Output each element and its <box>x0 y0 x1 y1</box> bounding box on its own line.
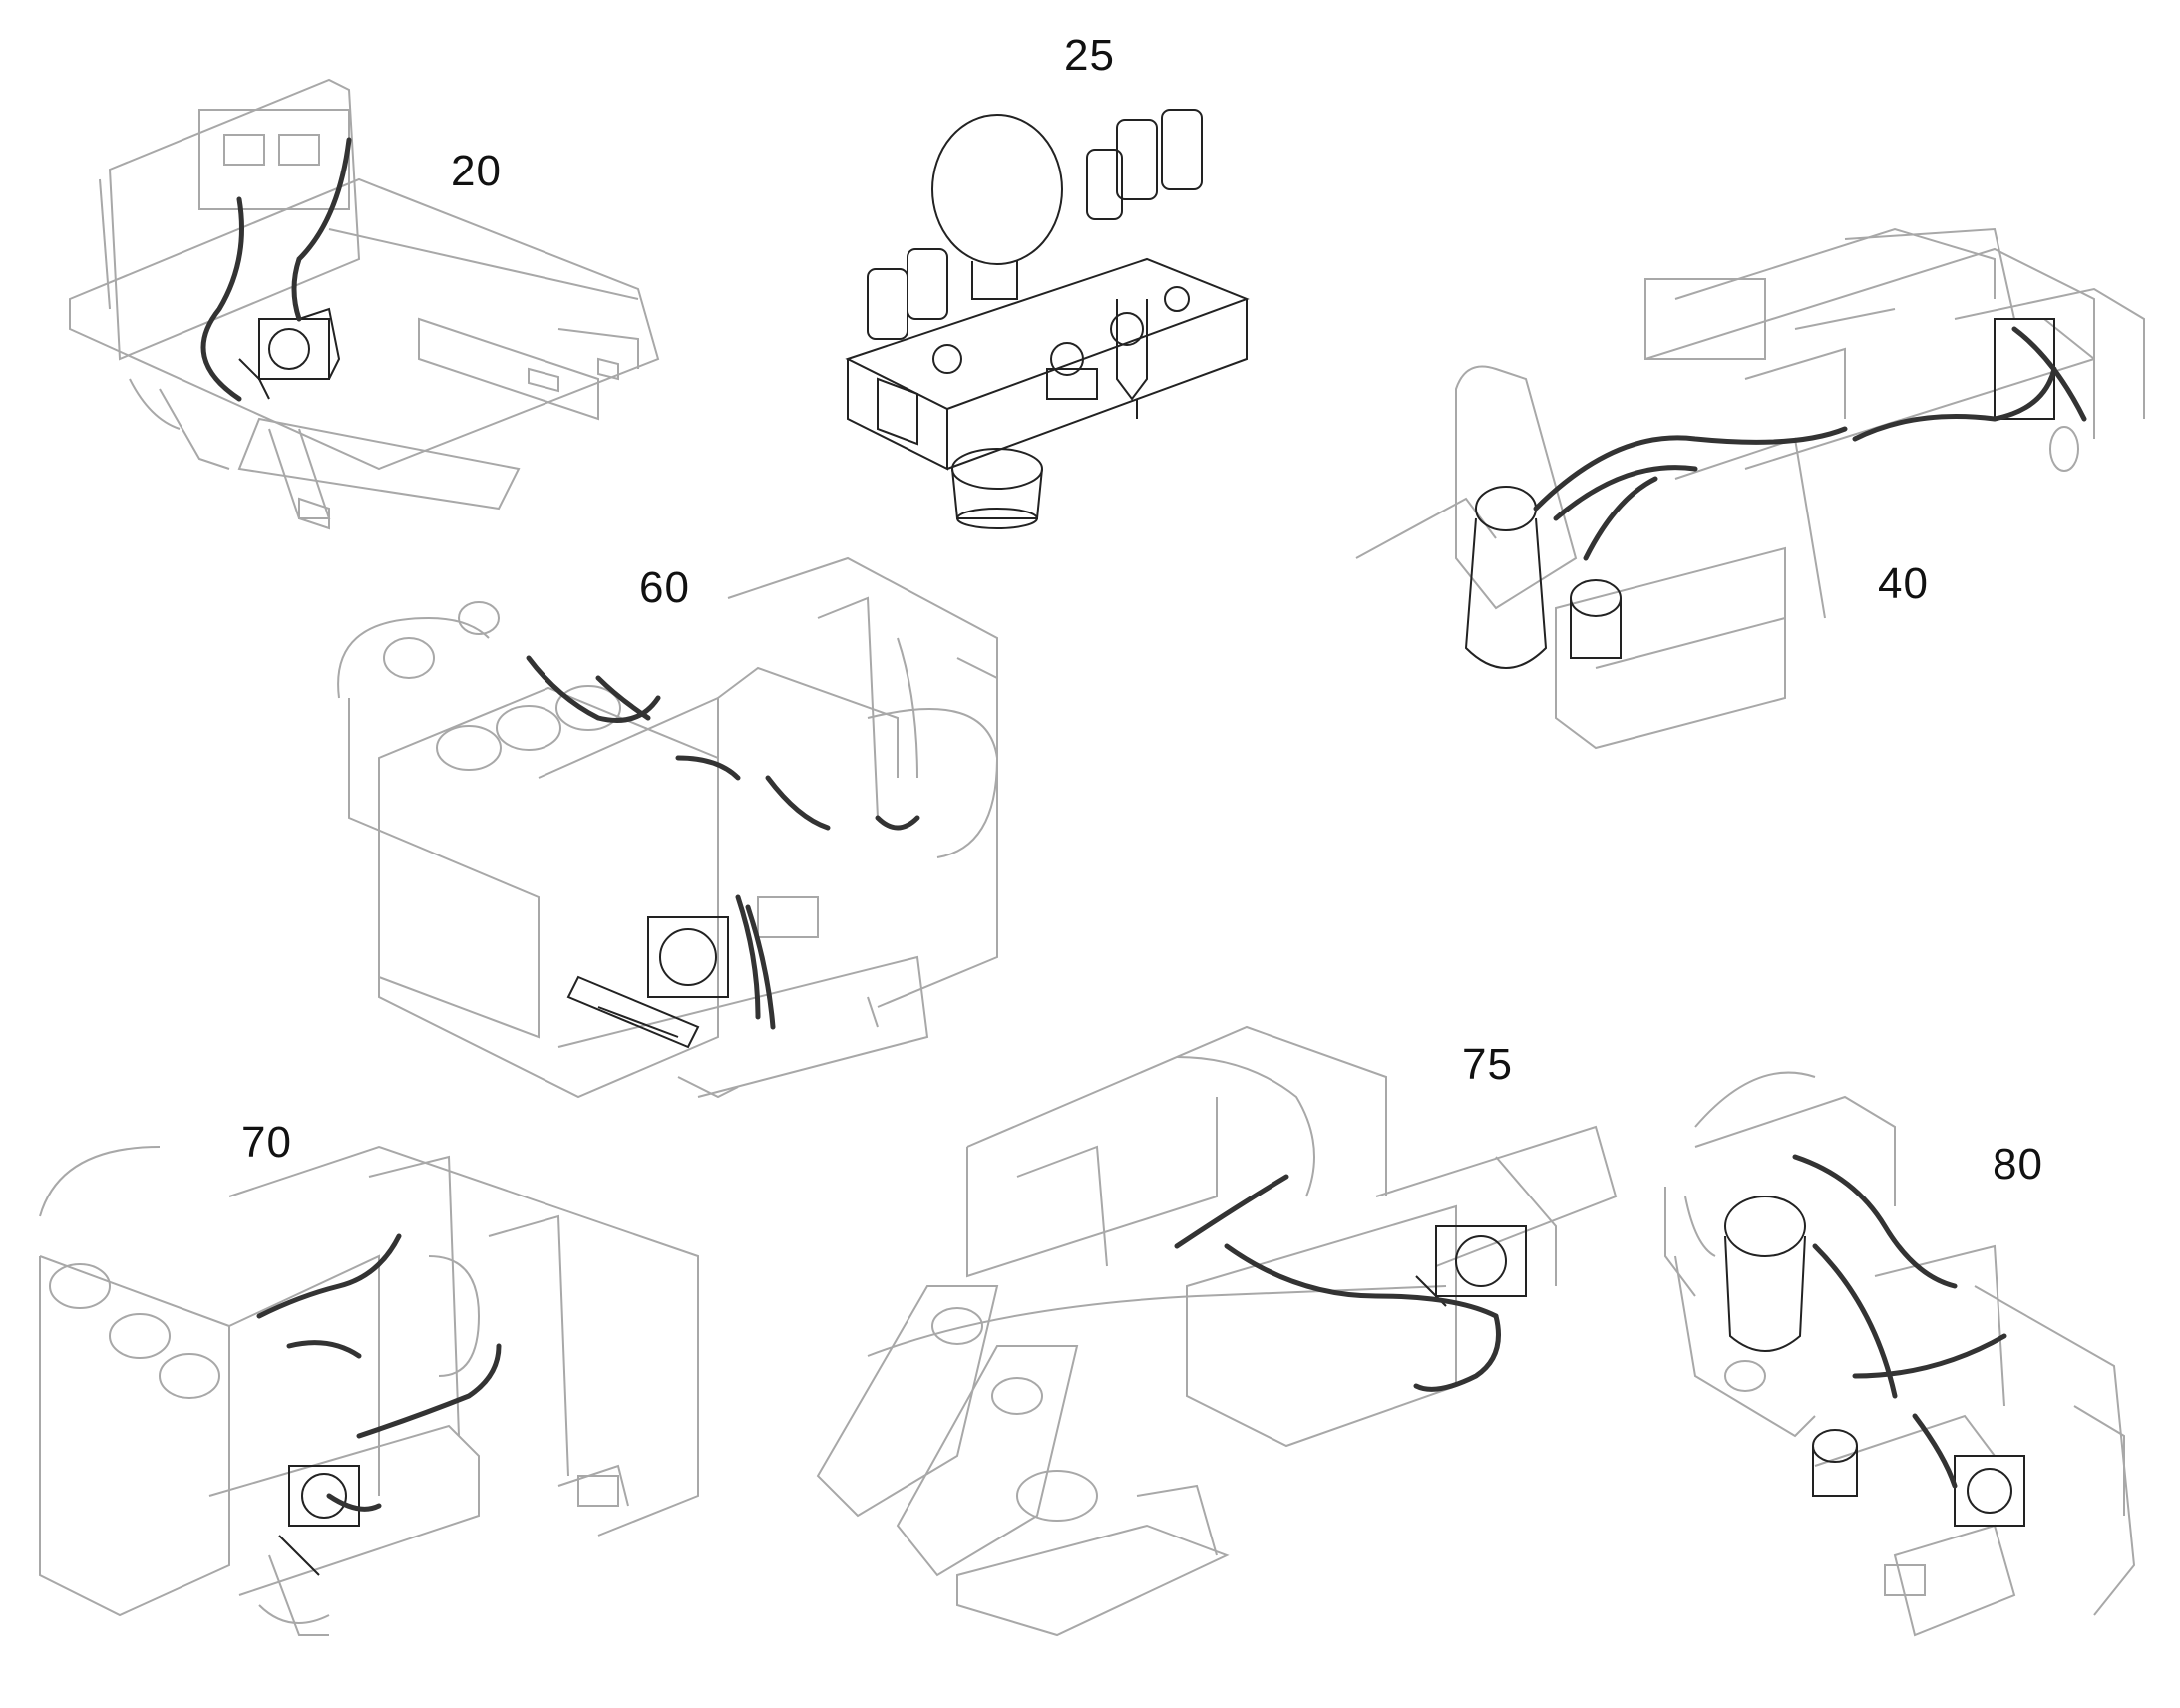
assembly-75-hoses <box>1174 1174 1501 1392</box>
assembly-70-component <box>278 1465 360 1576</box>
assembly-40-drawing <box>1355 227 2145 750</box>
assembly-60-hoses <box>526 655 920 1030</box>
assembly-20-drawing <box>69 78 660 530</box>
callout-70: 70 <box>241 1118 292 1167</box>
callout-60: 60 <box>639 563 690 612</box>
assembly-80-component <box>1724 1196 2025 1527</box>
assembly-20-component <box>238 307 341 400</box>
assembly-80-hoses <box>1792 1154 2007 1489</box>
callout-40: 40 <box>1878 559 1929 608</box>
assembly-20-hoses <box>200 137 352 402</box>
assembly-70-hoses <box>256 1233 502 1512</box>
assembly-80-drawing <box>1664 1071 2136 1637</box>
callout-25: 25 <box>1064 31 1115 80</box>
callout-75: 75 <box>1462 1040 1513 1089</box>
assembly-60-drawing <box>337 556 999 1099</box>
assembly-60-component <box>566 916 729 1049</box>
callout-20: 20 <box>451 147 502 195</box>
assembly-70-drawing <box>39 1145 699 1636</box>
assembly-25-drawing <box>845 109 1250 529</box>
assembly-40-hoses <box>1533 326 2087 561</box>
callout-80: 80 <box>1993 1140 2043 1189</box>
